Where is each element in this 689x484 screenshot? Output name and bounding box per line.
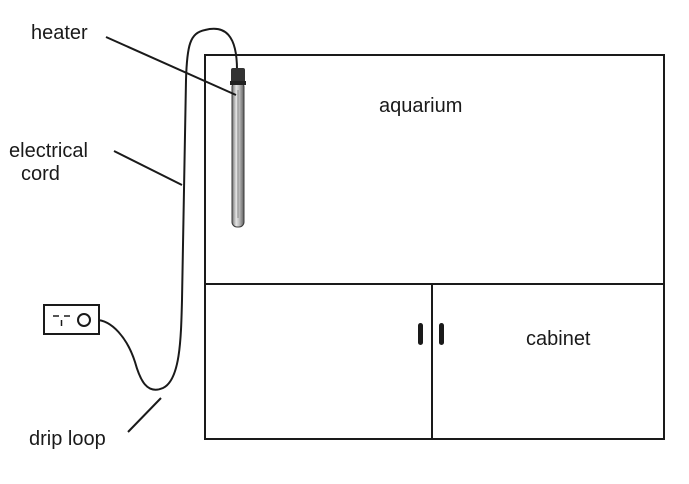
drip-loop-label: drip loop [29,428,106,450]
heater-leader-line [105,36,237,96]
heater-label: heater [31,22,88,44]
electrical-cord-label-line2: cord [21,163,60,185]
heater-cap [231,68,245,84]
cabinet-left-handle [418,323,423,345]
heater-cap-ring [230,81,246,85]
aquarium-label: aquarium [379,95,462,117]
outlet-plug [77,313,91,327]
electrical-cord-leader-line [113,150,183,186]
cabinet-right-handle [439,323,444,345]
drip-loop-leader-line [127,397,162,433]
cabinet [204,283,665,440]
cabinet-label: cabinet [526,328,591,350]
aquarium-tank [204,54,665,285]
aquarium-heater-icon [230,68,246,228]
electrical-cord [92,27,238,391]
power-outlet-icon [43,304,100,335]
cabinet-body [204,283,665,440]
electrical-cord-label-line1: electrical [9,140,88,162]
